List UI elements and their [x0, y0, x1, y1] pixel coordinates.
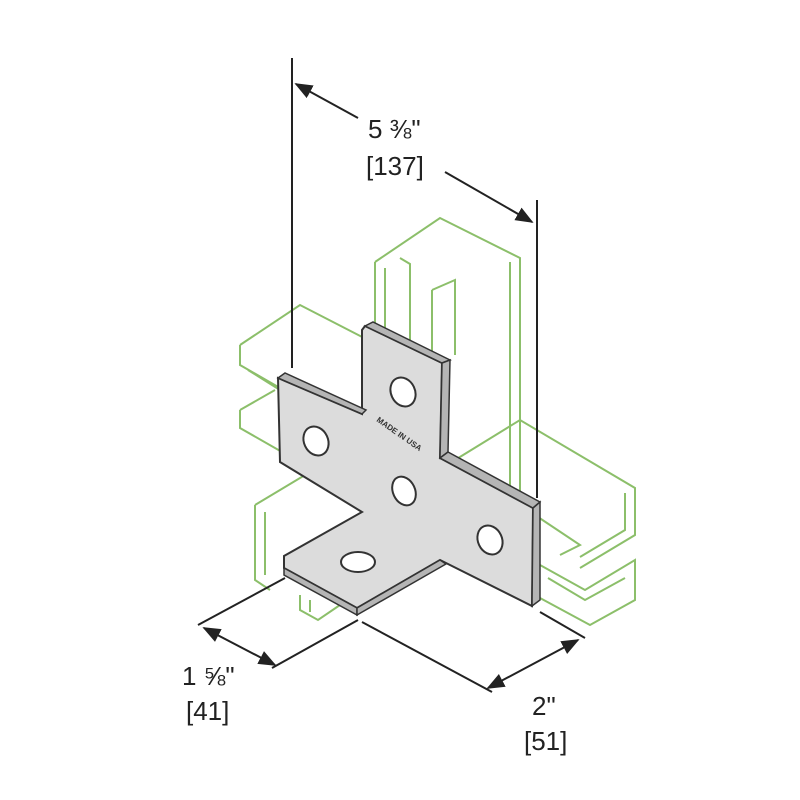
- channel-width-imperial-label: 1 ⅝": [182, 661, 235, 691]
- plate-width-dimension: 2" [51]: [361, 611, 586, 756]
- plate-width-metric-label: [51]: [524, 726, 567, 756]
- height-dimension: 5 ⅜" [137]: [291, 58, 538, 498]
- height-metric-label: [137]: [366, 151, 424, 181]
- horizontal-channel-left-outline: [239, 303, 369, 453]
- bolt-hole: [391, 475, 417, 507]
- bolt-hole: [389, 376, 417, 408]
- four-way-plate: MADE IN USA: [276, 321, 542, 617]
- bolt-hole: [340, 551, 376, 573]
- channel-width-metric-label: [41]: [186, 696, 229, 726]
- channel-width-dimension: 1 ⅝" [41]: [182, 577, 359, 726]
- bolt-hole: [302, 425, 330, 457]
- plate-width-imperial-label: 2": [532, 691, 556, 721]
- horizontal-channel-right-outline: [454, 418, 636, 627]
- height-imperial-label: 5 ⅜": [368, 114, 421, 144]
- bolt-hole: [476, 524, 504, 556]
